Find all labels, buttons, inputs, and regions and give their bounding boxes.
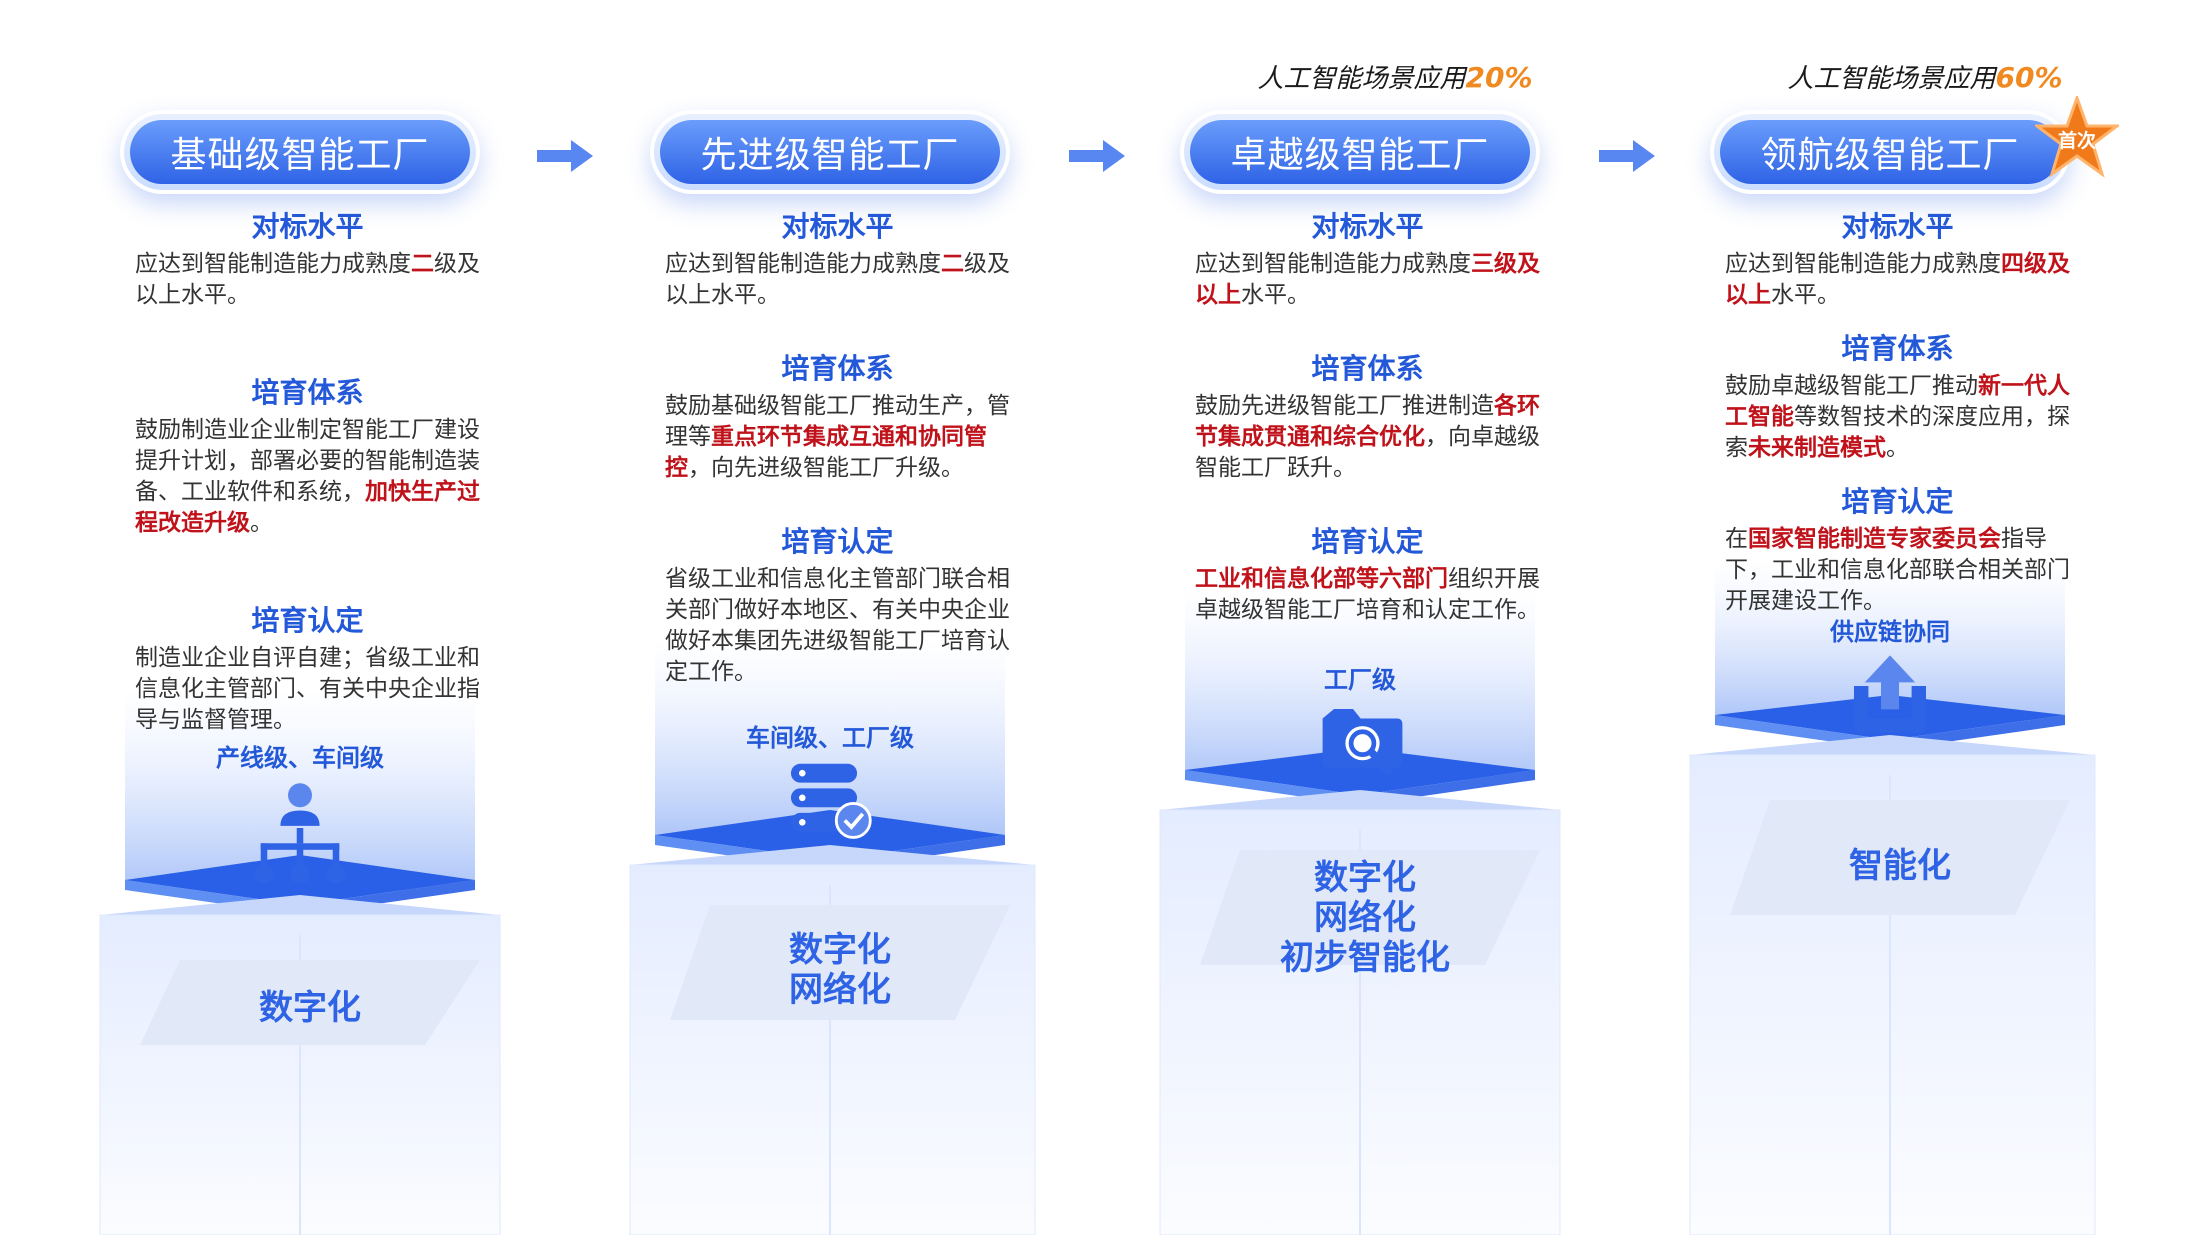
text-area-leading: 对标水平 应达到智能制造能力成熟度四级及以上水平。 培育体系 鼓励卓越级智能工厂… bbox=[1725, 205, 2070, 617]
server-check-icon bbox=[790, 763, 872, 839]
level-pill-basic: 基础级智能工厂 bbox=[120, 110, 480, 194]
stage-label-line: 网络化 bbox=[1314, 898, 1416, 938]
cultivation-text: 鼓励卓越级智能工厂推动新一代人工智能等数智技术的深度应用，探索未来制造模式。 bbox=[1725, 373, 2070, 461]
level-pill-excellent: 卓越级智能工厂 bbox=[1180, 110, 1540, 194]
star-icon bbox=[2032, 93, 2122, 178]
text-area-advanced: 对标水平 应达到智能制造能力成熟度二级及以上水平。 培育体系 鼓励基础级智能工厂… bbox=[665, 205, 1010, 688]
level-label: 车间级、工厂级 bbox=[746, 724, 914, 752]
column-basic: 基础级智能工厂 对标水平 应达到智能制造能力成熟度二级及以上水平。 培育体系 鼓… bbox=[95, 0, 555, 1235]
stage-label-line: 网络化 bbox=[789, 970, 891, 1010]
level-title: 领航级智能工厂 bbox=[1760, 135, 2020, 176]
cultivation-title: 培育体系 bbox=[781, 352, 894, 385]
cultivation-text: 鼓励制造业企业制定智能工厂建设提升计划，部署必要的智能制造装备、工业软件和系统，… bbox=[135, 417, 480, 536]
cert-text: 省级工业和信息化主管部门联合相关部门做好本地区、有关中央企业做好本集团先进级智能… bbox=[665, 566, 1010, 685]
column-excellent: 人工智能场景应用20% 卓越级智能工厂 对标水平 应达到智能制造能力成熟度三级及… bbox=[1155, 0, 1615, 1235]
benchmark-text: 应达到智能制造能力成熟度二级及以上水平。 bbox=[135, 251, 480, 308]
benchmark-title: 对标水平 bbox=[1311, 210, 1424, 243]
level-pill-leading: 领航级智能工厂 bbox=[1710, 110, 2070, 194]
cert-text: 制造业企业自评自建；省级工业和信息化主管部门、有关中央企业指导与监督管理。 bbox=[135, 645, 480, 733]
cert-title: 培育认定 bbox=[781, 525, 894, 558]
arrow-right-icon bbox=[1597, 138, 1657, 174]
cultivation-title: 培育体系 bbox=[1841, 332, 1954, 365]
text-area-excellent: 对标水平 应达到智能制造能力成熟度三级及以上水平。 培育体系 鼓励先进级智能工厂… bbox=[1195, 205, 1540, 626]
benchmark-title: 对标水平 bbox=[251, 210, 364, 243]
benchmark-text: 应达到智能制造能力成熟度三级及以上水平。 bbox=[1195, 251, 1540, 308]
benchmark-text: 应达到智能制造能力成熟度四级及以上水平。 bbox=[1725, 251, 2070, 308]
cert-title: 培育认定 bbox=[1841, 485, 1954, 518]
stage-label: 智能化 bbox=[1849, 846, 1951, 886]
stage-label-line: 数字化 bbox=[1314, 858, 1416, 898]
stage-label: 数字化 bbox=[259, 988, 361, 1028]
cert-title: 培育认定 bbox=[1311, 525, 1424, 558]
arrow-right-icon bbox=[535, 138, 595, 174]
ai-scenario-tagline: 人工智能场景应用20% bbox=[1257, 61, 1533, 94]
cert-text: 在国家智能制造专家委员会指导下，工业和信息化部联合相关部门开展建设工作。 bbox=[1725, 526, 2070, 614]
ai-scenario-tagline: 人工智能场景应用60% bbox=[1787, 61, 2063, 94]
factory-search-icon bbox=[1322, 709, 1403, 776]
level-title: 先进级智能工厂 bbox=[700, 135, 960, 176]
cert-text: 工业和信息化部等六部门组织开展卓越级智能工厂培育和认定工作。 bbox=[1195, 566, 1540, 623]
arrow-right-icon bbox=[1067, 138, 1127, 174]
benchmark-text: 应达到智能制造能力成熟度二级及以上水平。 bbox=[665, 251, 1010, 308]
cert-title: 培育认定 bbox=[251, 604, 364, 637]
level-label: 产线级、车间级 bbox=[216, 744, 384, 772]
level-label: 工厂级 bbox=[1324, 666, 1396, 694]
first-time-badge: 首次 bbox=[2032, 93, 2122, 180]
stage-label-line: 数字化 bbox=[789, 930, 891, 970]
level-title: 卓越级智能工厂 bbox=[1230, 135, 1490, 176]
benchmark-title: 对标水平 bbox=[1841, 210, 1954, 243]
cultivation-text: 鼓励基础级智能工厂推动生产，管理等重点环节集成互通和协同管控，向先进级智能工厂升… bbox=[665, 393, 1010, 481]
upload-tray-icon bbox=[1854, 655, 1926, 733]
org-chart-user-icon bbox=[254, 783, 346, 884]
text-area-basic: 对标水平 应达到智能制造能力成熟度二级及以上水平。 培育体系 鼓励制造业企业制定… bbox=[135, 205, 480, 736]
cultivation-title: 培育体系 bbox=[251, 376, 364, 409]
level-label: 供应链协同 bbox=[1830, 618, 1950, 646]
column-leading: 人工智能场景应用60% 领航级智能工厂 首次 对标水平 应达到智能制造能力成熟度… bbox=[1685, 0, 2145, 1235]
stage-label-line: 初步智能化 bbox=[1280, 938, 1450, 978]
level-pill-advanced: 先进级智能工厂 bbox=[650, 110, 1010, 194]
level-title: 基础级智能工厂 bbox=[170, 135, 430, 176]
benchmark-title: 对标水平 bbox=[781, 210, 894, 243]
cultivation-text: 鼓励先进级智能工厂推进制造各环节集成贯通和综合优化，向卓越级智能工厂跃升。 bbox=[1195, 393, 1540, 481]
column-advanced: 先进级智能工厂 对标水平 应达到智能制造能力成熟度二级及以上水平。 培育体系 鼓… bbox=[625, 0, 1085, 1235]
cultivation-title: 培育体系 bbox=[1311, 352, 1424, 385]
